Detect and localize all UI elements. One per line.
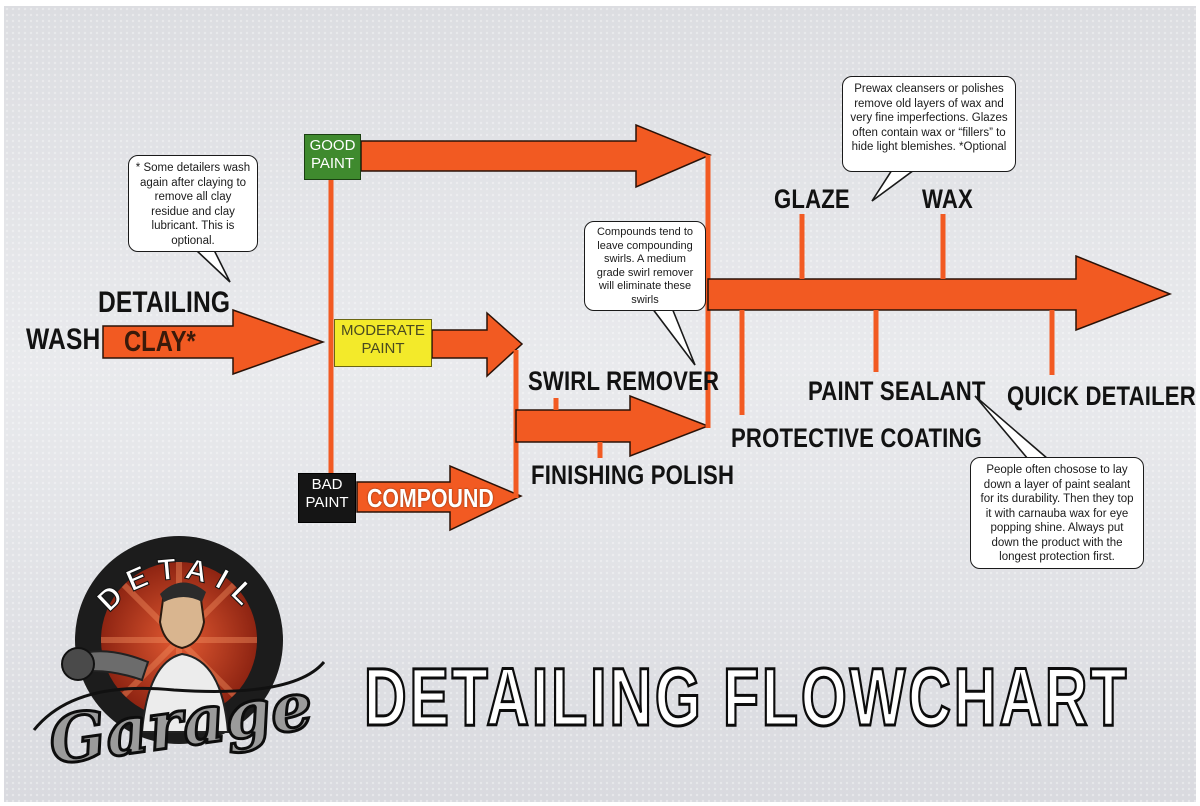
step-quick-detailer: QUICK DETAILER [1007,381,1196,411]
swirl-polish-arrow [515,394,711,458]
detail-garage-logo: DETAIL Garage [32,536,326,782]
step-compound: COMPOUND [367,483,494,513]
wash-bubble-tail [193,249,231,283]
step-wash: WASH [26,323,101,356]
compound-arrow [356,464,523,532]
prewax-bubble-tail [871,169,917,202]
moderate-paint-arrow [431,311,524,378]
compounds-note-bubble: Compounds tend to leave compounding swir… [584,221,706,311]
flowchart-title: DETAILING FLOWCHART [363,651,1130,745]
step-clay: CLAY* [124,326,196,358]
step-swirl-remover: SWIRL REMOVER [528,366,720,396]
compounds-bubble-tail [650,307,696,366]
protection-arrow [707,254,1173,332]
step-paint-sealant: PAINT SEALANT [808,376,986,406]
step-wax: WAX [922,184,973,214]
logo-figure-icon [61,582,230,733]
good-paint-arrow [360,123,712,189]
step-detailing: DETAILING [98,286,231,319]
step-protective-coating: PROTECTIVE COATING [731,423,983,453]
wash-note-bubble: * Some detailers wash again after clayin… [128,155,258,252]
clay-arrow [102,308,326,376]
step-finishing-polish: FINISHING POLISH [531,460,735,490]
prewax-note-bubble: Prewax cleansers or polishes remove old … [842,76,1016,172]
step-glaze: GLAZE [774,184,850,214]
sealant-note-bubble: People often chosose to lay down a layer… [970,457,1144,569]
